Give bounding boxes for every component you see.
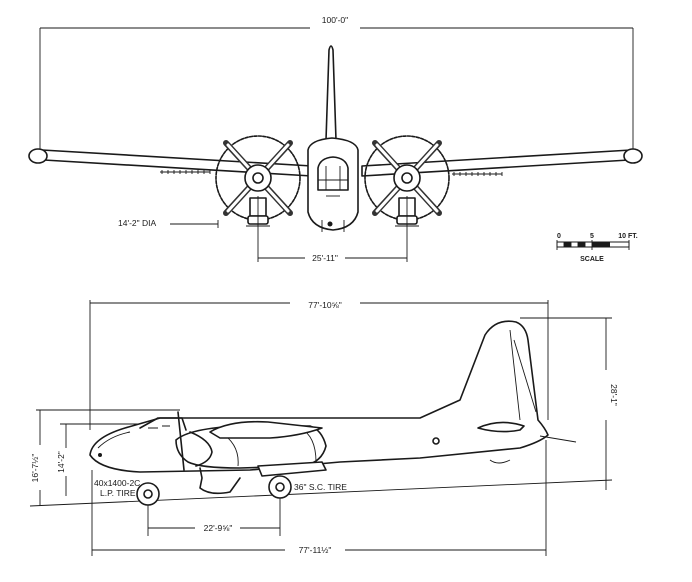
side-view: 77'-10⅝" 28'-1" 16'-7½" 14'-2" [29, 300, 619, 556]
engine-spacing-label: 25'-11" [312, 253, 338, 263]
main-tire-label-line1: 40x1400-2C [94, 478, 140, 488]
side-propeller [177, 411, 185, 471]
wheelbase-label: 22'-9⅝" [204, 523, 233, 533]
main-tire-label-line2: L.P. TIRE [100, 488, 136, 498]
top-length-dimension: 77'-10⅝" [89, 300, 549, 430]
front-fuselage [307, 137, 359, 231]
ground-line [29, 479, 613, 507]
side-wing [209, 420, 323, 439]
right-engine [364, 135, 450, 227]
engine-spacing-dimension: 25'-11" [257, 196, 408, 263]
nose-wheel [268, 475, 292, 499]
prop-diameter-label: 14'-2" DIA [118, 218, 157, 228]
mid-height-label: 14'-2" [56, 451, 66, 473]
right-wingtip-pod [623, 148, 643, 164]
scale-tick-5: 5 [590, 233, 594, 240]
front-fin [325, 45, 337, 141]
wheelbase-dimension: 22'-9⅝" [147, 498, 281, 536]
left-wingtip-pod [28, 148, 48, 164]
prop-diameter-dimension: 14'-2" DIA [118, 218, 219, 228]
scale-bar: 0 5 10 FT. SCALE [556, 233, 638, 263]
wingspan-label: 100'-0" [322, 15, 348, 25]
wing-louvers [160, 170, 503, 176]
overall-length-label: 77'-11½" [299, 545, 332, 555]
front-cockpit [317, 156, 349, 191]
left-engine [215, 135, 301, 227]
overall-length-dimension: 77'-11½" [91, 440, 547, 556]
scale-title: SCALE [580, 256, 604, 263]
scale-tick-0: 0 [557, 233, 561, 240]
front-view: 100'-0" [28, 15, 643, 263]
nose-height-label: 16'-7½" [30, 454, 40, 483]
tail-height-label: 28'-1" [609, 384, 619, 406]
top-length-label: 77'-10⅝" [308, 300, 341, 310]
wingspan-dimension: 100'-0" [39, 15, 634, 160]
tail-height-dimension: 28'-1" [520, 317, 619, 490]
nose-window [98, 453, 102, 457]
nose-height-dimension: 16'-7½" [30, 409, 180, 506]
nose-tire-label: 36" S.C. TIRE [294, 482, 347, 492]
scale-tick-10: 10 FT. [618, 233, 638, 240]
